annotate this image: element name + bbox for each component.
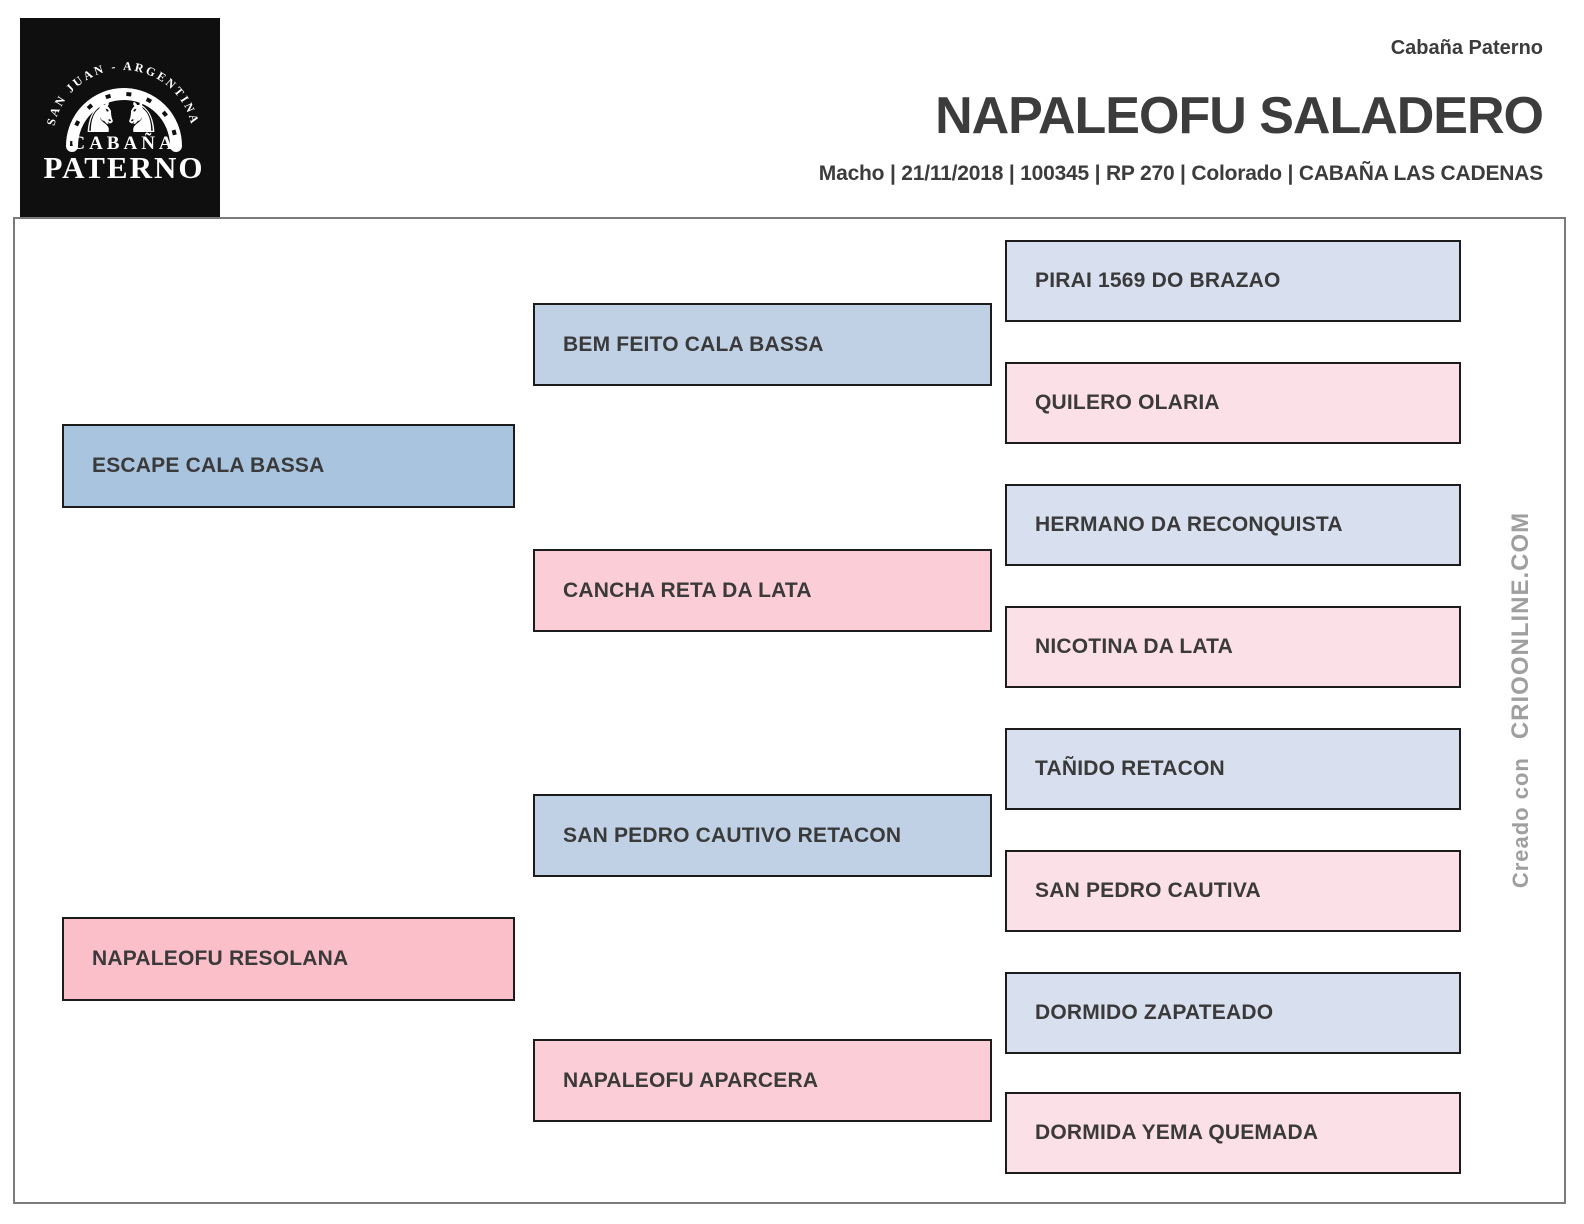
horse-name-label: DORMIDO ZAPATEADO bbox=[1035, 1001, 1274, 1024]
horseshoe-nail-holes bbox=[70, 92, 178, 147]
farm-name: Cabaña Paterno bbox=[1390, 37, 1543, 59]
pedigree-box: SAN PEDRO CAUTIVA bbox=[1005, 850, 1461, 932]
pedigree-box: DORMIDO ZAPATEADO bbox=[1005, 972, 1461, 1054]
horse-details: Macho | 21/11/2018 | 100345 | RP 270 | C… bbox=[818, 162, 1543, 185]
horse-name-label: HERMANO DA RECONQUISTA bbox=[1035, 513, 1343, 536]
horse-name-label: NAPALEOFU RESOLANA bbox=[92, 947, 349, 970]
horse-name-label: SAN PEDRO CAUTIVO RETACON bbox=[563, 823, 902, 847]
pedigree-box: NAPALEOFU APARCERA bbox=[533, 1039, 992, 1122]
pedigree-box: PIRAI 1569 DO BRAZAO bbox=[1005, 240, 1461, 322]
horse-name-label: BEM FEITO CALA BASSA bbox=[563, 332, 824, 356]
watermark-brand: CRIOONLINE.COM bbox=[1507, 511, 1534, 740]
report-header: Cabaña Paterno NAPALEOFU SALADERO Macho … bbox=[818, 36, 1544, 186]
pedigree-box-dam: NAPALEOFU RESOLANA bbox=[62, 917, 515, 1001]
pedigree-box: QUILERO OLARIA bbox=[1005, 362, 1461, 444]
logo-paterno-text: PATERNO bbox=[44, 150, 205, 185]
logo-graphic: SAN JUAN - ARGENTINA ♞ ♞ CABAÑA PATERNO bbox=[44, 59, 205, 185]
pedigree-box: SAN PEDRO CAUTIVO RETACON bbox=[533, 794, 992, 877]
pedigree-box: HERMANO DA RECONQUISTA bbox=[1005, 484, 1461, 566]
watermark: Creado con CRIOONLINE.COM bbox=[1507, 512, 1535, 888]
horse-name-label: ESCAPE CALA BASSA bbox=[92, 454, 325, 477]
horse-name-title: NAPALEOFU SALADERO bbox=[935, 87, 1544, 145]
horse-name-label: NICOTINA DA LATA bbox=[1035, 635, 1234, 658]
pedigree-box-sire: ESCAPE CALA BASSA bbox=[62, 424, 515, 508]
pedigree-box: BEM FEITO CALA BASSA bbox=[533, 303, 992, 386]
horse-right-icon: ♞ bbox=[122, 92, 161, 143]
cabana-paterno-logo: SAN JUAN - ARGENTINA ♞ ♞ CABAÑA PATERNO bbox=[20, 18, 220, 218]
horse-name-label: CANCHA RETA DA LATA bbox=[563, 578, 812, 602]
pedigree-box: CANCHA RETA DA LATA bbox=[533, 549, 992, 632]
horse-name-label: SAN PEDRO CAUTIVA bbox=[1035, 879, 1261, 902]
horse-name-label: QUILERO OLARIA bbox=[1035, 391, 1220, 414]
pedigree-box: NICOTINA DA LATA bbox=[1005, 606, 1461, 688]
pedigree-box: TAÑIDO RETACON bbox=[1005, 728, 1461, 810]
horse-name-label: DORMIDA YEMA QUEMADA bbox=[1035, 1121, 1319, 1144]
horse-left-icon: ♞ bbox=[81, 92, 120, 143]
horse-name-label: PIRAI 1569 DO BRAZAO bbox=[1035, 269, 1281, 292]
horse-name-label: NAPALEOFU APARCERA bbox=[563, 1068, 819, 1092]
horse-name-label: TAÑIDO RETACON bbox=[1035, 757, 1225, 780]
watermark-prefix: Creado con bbox=[1508, 757, 1533, 889]
pedigree-box: DORMIDA YEMA QUEMADA bbox=[1005, 1092, 1461, 1174]
logo-cabana-text: CABAÑA bbox=[71, 132, 176, 154]
